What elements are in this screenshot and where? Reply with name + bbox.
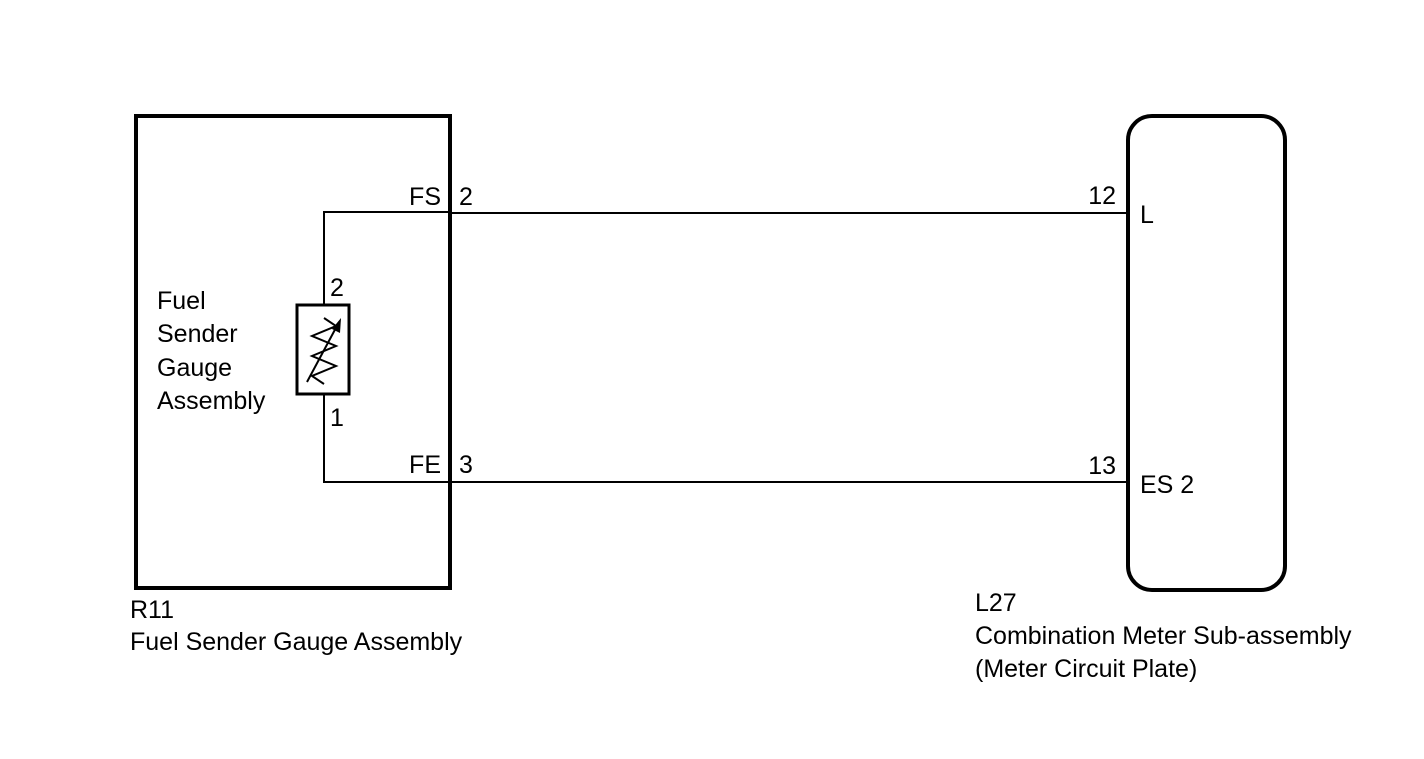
component-name-combination-meter: Combination Meter Sub-assembly: [975, 622, 1352, 650]
resistor-pin-top: 2: [330, 274, 344, 302]
resistor-box: [295, 303, 351, 396]
resistor-pin-bottom: 1: [330, 404, 344, 432]
combination-meter-box: [1126, 114, 1287, 592]
terminal-l-pin: 12: [1088, 182, 1116, 210]
inner-label-line-4: Assembly: [157, 387, 266, 415]
terminal-fe-pin: 3: [459, 451, 473, 479]
resistor-arrow-head: [332, 318, 341, 333]
fuel-sender-gauge-box: [134, 114, 452, 590]
combination-meter-sub-assembly: 12 L 13 ES 2 L27 Combination Meter Sub-a…: [975, 114, 1352, 683]
terminal-fe-name: FE: [409, 451, 441, 479]
variable-resistor-symbol: [295, 303, 351, 396]
internal-wire-bottom: [323, 394, 450, 483]
inner-label-line-1: Fuel: [157, 287, 206, 315]
fuel-sender-gauge-assembly: Fuel Sender Gauge Assembly 2 1 FS 2 FE 3…: [130, 114, 473, 656]
terminal-fs-name: FS: [409, 183, 441, 211]
inner-label-line-2: Sender: [157, 320, 238, 348]
terminal-l-name: L: [1140, 201, 1154, 229]
terminal-es2-pin: 13: [1088, 452, 1116, 480]
inner-label-line-3: Gauge: [157, 354, 232, 382]
terminal-es2-name: ES 2: [1140, 471, 1194, 499]
terminal-fs-pin: 2: [459, 183, 473, 211]
resistor-arrow-shaft: [306, 323, 339, 383]
component-code-r11: R11: [130, 596, 174, 624]
component-code-l27: L27: [975, 589, 1017, 617]
component-subname-meter-circuit-plate: (Meter Circuit Plate): [975, 655, 1197, 683]
component-name-fuel-sender: Fuel Sender Gauge Assembly: [130, 628, 463, 656]
internal-wire-top: [323, 211, 450, 305]
